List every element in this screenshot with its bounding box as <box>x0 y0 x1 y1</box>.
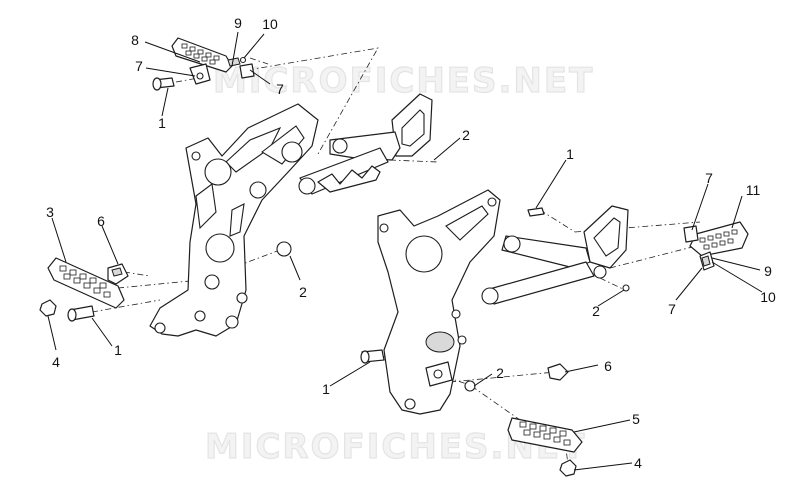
callout-2-center: 2 <box>496 365 504 381</box>
callout-1-right: 1 <box>566 146 574 162</box>
callout-4-right: 4 <box>634 455 642 471</box>
callout-5: 5 <box>632 411 640 427</box>
callout-6-right: 6 <box>604 358 612 374</box>
callout-1-left: 1 <box>114 342 122 358</box>
callout-2-left: 2 <box>299 284 307 300</box>
callout-1-center: 1 <box>322 381 330 397</box>
passenger-hanger-right <box>481 205 630 305</box>
rider-hanger-plate-left <box>149 103 319 337</box>
rider-hanger-plate-right <box>360 189 501 415</box>
callout-7-right-lower: 7 <box>668 301 676 317</box>
footpeg-lower-left <box>39 241 292 322</box>
callout-2-right: 2 <box>592 303 600 319</box>
callout-3: 3 <box>46 204 54 220</box>
passenger-footrest-hanger <box>298 93 433 195</box>
callout-7-right: 7 <box>705 170 713 186</box>
callout-labels: 9 10 8 7 7 1 2 1 7 11 3 6 9 2 7 10 2 4 1… <box>46 15 776 471</box>
callout-9-right: 9 <box>764 263 772 279</box>
footpeg-upper-left <box>152 37 255 91</box>
callout-1-top: 1 <box>158 115 166 131</box>
footpeg-lower-right <box>507 363 583 477</box>
callout-11: 11 <box>746 182 761 198</box>
callout-7-top: 7 <box>276 81 284 97</box>
leader-lines <box>47 31 763 471</box>
callout-4-left: 4 <box>52 354 60 370</box>
callout-2-top: 2 <box>462 127 470 143</box>
callout-10-right: 10 <box>760 289 776 305</box>
callout-7-top-left: 7 <box>135 58 143 74</box>
callout-10-top: 10 <box>262 16 278 32</box>
callout-8: 8 <box>131 32 139 48</box>
footpeg-upper-right <box>683 221 749 271</box>
callout-6-left: 6 <box>97 213 105 229</box>
watermark-top: MICROFICHES.NET <box>213 61 594 101</box>
callout-9-top: 9 <box>234 15 242 31</box>
